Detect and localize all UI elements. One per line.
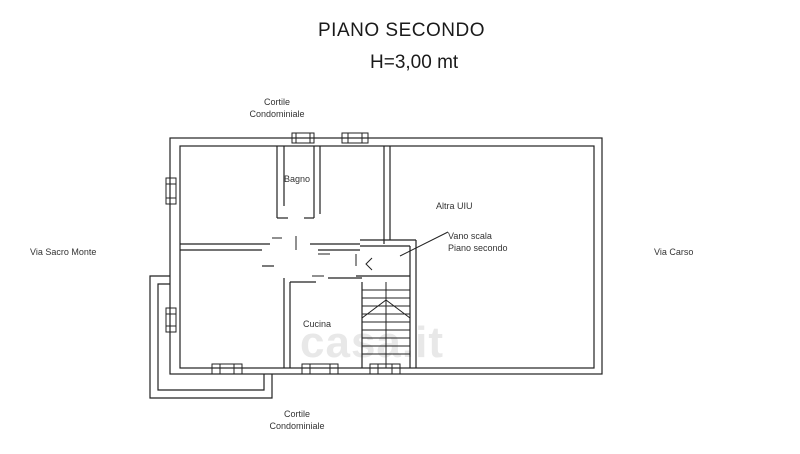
courtyard-bottom-label: Cortile Condominiale <box>269 409 325 431</box>
stair-arrow <box>365 257 373 271</box>
stair-treads <box>361 282 411 368</box>
window-left-bottom <box>165 307 177 333</box>
street-right-label: Via Carso <box>654 247 694 257</box>
window-bottom-3 <box>369 363 401 375</box>
room-bathroom-label: Bagno <box>284 174 311 184</box>
window-top-right <box>341 132 369 144</box>
room-kitchen-label: Cucina <box>303 319 332 329</box>
stair-label: Vano scala Piano secondo <box>448 231 508 253</box>
watermark: casa.it <box>300 318 444 367</box>
inner-wall <box>179 145 595 369</box>
stair-leader <box>399 231 449 257</box>
window-bottom-1 <box>211 363 243 375</box>
window-left-top <box>165 177 177 205</box>
plan-height: H=3,00 mt <box>370 52 459 73</box>
courtyard-top-label: Cortile Condominiale <box>249 97 305 119</box>
street-left-label: Via Sacro Monte <box>30 247 97 257</box>
other-unit-label: Altra UIU <box>436 201 473 211</box>
window-top-left <box>291 132 315 144</box>
terrace-outline <box>149 275 273 399</box>
window-bottom-2 <box>301 363 339 375</box>
plan-title: PIANO SECONDO <box>318 20 485 41</box>
